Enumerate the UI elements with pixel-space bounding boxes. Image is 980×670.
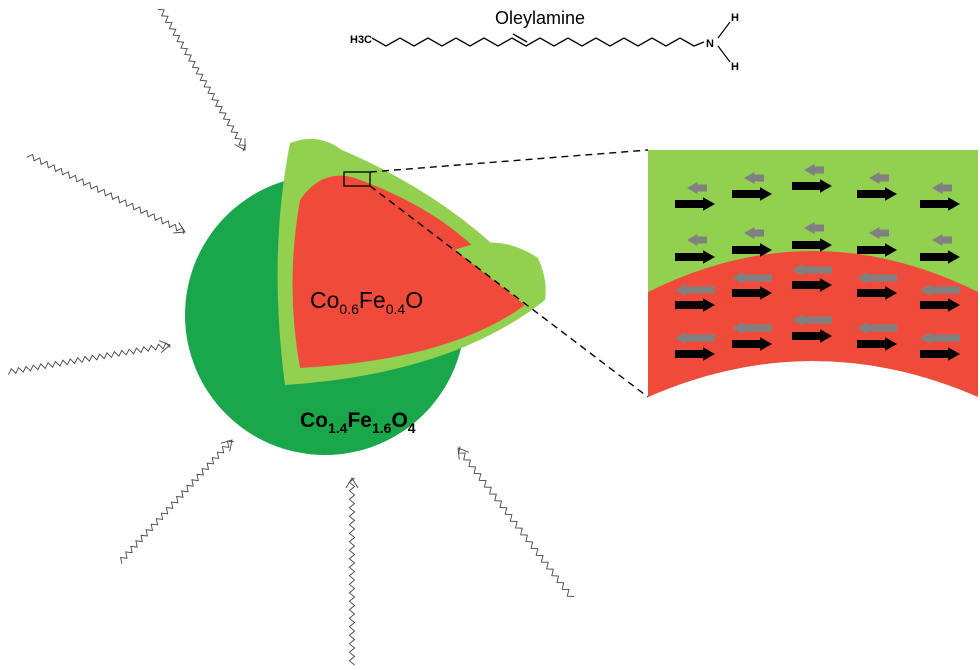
oleylamine-molecule: Oleylamine H3C N H H xyxy=(350,8,739,73)
ligand-chain xyxy=(457,446,575,597)
spin-arrow-shell-major xyxy=(732,187,772,201)
spin-arrow-shell-major xyxy=(675,250,715,264)
surface-ligands xyxy=(7,8,575,666)
n-h-bond-bottom xyxy=(717,45,731,63)
spin-arrow-shell-major xyxy=(857,243,897,257)
zoom-connector-bottom xyxy=(369,185,649,398)
spin-arrow-shell-major xyxy=(732,243,772,257)
ligand-anchor xyxy=(345,477,359,489)
spin-arrow-core-major xyxy=(792,278,832,292)
spin-arrow-shell-minor xyxy=(744,227,764,239)
double-bond-line xyxy=(512,33,528,43)
spin-arrow-core-major xyxy=(675,298,715,312)
ligand-anchor xyxy=(173,221,186,234)
spin-arrows xyxy=(675,164,960,361)
spin-arrow-core-major xyxy=(732,337,772,351)
ligand-chain xyxy=(348,477,356,666)
spin-arrow-core-minor xyxy=(792,264,832,276)
spin-arrow-shell-major xyxy=(857,187,897,201)
n-h-bond-top xyxy=(717,21,731,39)
ligand-chain xyxy=(157,8,246,152)
core-top-face xyxy=(455,242,546,305)
spin-arrow-shell-minor xyxy=(932,234,952,246)
spin-arrow-shell-major xyxy=(792,238,832,252)
spin-arrow-shell-minor xyxy=(744,172,764,184)
spin-arrow-shell-major xyxy=(675,197,715,211)
nanoparticle: Co0.6Fe0.4O Co1.4Fe1.6O4 xyxy=(185,138,546,455)
spin-arrow-shell-minor xyxy=(869,172,889,184)
ligand-chain xyxy=(7,342,171,375)
amine-hydrogen-top: H xyxy=(731,12,739,24)
spin-arrow-core-major xyxy=(857,337,897,351)
core-label: Co0.6Fe0.4O xyxy=(310,287,423,317)
spin-arrow-core-minor xyxy=(792,314,832,326)
spin-arrow-core-major xyxy=(732,286,772,300)
spin-arrow-core-minor xyxy=(675,284,715,296)
spin-arrow-core-minor xyxy=(732,272,772,284)
spin-arrow-core-minor xyxy=(857,322,897,334)
spin-arrow-core-minor xyxy=(857,272,897,284)
spin-arrow-core-major xyxy=(920,298,960,312)
oleylamine-chain xyxy=(371,37,705,47)
amine-nitrogen: N xyxy=(706,38,714,50)
spin-arrow-shell-minor xyxy=(804,222,824,234)
zoom-selection-box xyxy=(343,171,371,187)
interface-zoom-panel xyxy=(648,150,978,397)
ligand-anchor xyxy=(234,138,246,151)
ligand-anchor xyxy=(158,340,171,353)
spin-arrow-core-major xyxy=(920,347,960,361)
spin-arrow-shell-major xyxy=(792,179,832,193)
spin-arrow-shell-major xyxy=(920,197,960,211)
spin-arrow-shell-minor xyxy=(687,234,707,246)
methyl-group-label: H3C xyxy=(350,34,372,46)
spin-arrow-shell-minor xyxy=(687,182,707,194)
spin-arrow-core-major xyxy=(857,286,897,300)
spin-arrow-shell-minor xyxy=(869,227,889,239)
spin-arrow-core-major xyxy=(675,347,715,361)
ligand-chain xyxy=(120,440,234,564)
ligand-anchor xyxy=(457,447,469,460)
spin-arrow-shell-minor xyxy=(932,182,952,194)
oleylamine-label: Oleylamine xyxy=(495,8,585,28)
zoom-connector-top xyxy=(369,149,649,173)
spin-arrow-core-minor xyxy=(732,322,772,334)
core-region xyxy=(292,175,525,368)
ligand-chain xyxy=(26,153,185,235)
amine-hydrogen-bottom: H xyxy=(731,61,739,73)
ligand-anchor xyxy=(220,439,233,452)
spin-arrow-core-major xyxy=(792,329,832,343)
zoom-core-region xyxy=(648,251,978,397)
spin-arrow-shell-minor xyxy=(804,164,824,176)
spin-arrow-shell-major xyxy=(920,250,960,264)
spin-arrow-core-minor xyxy=(920,284,960,296)
spin-arrow-core-minor xyxy=(920,332,960,344)
shell-label: Co1.4Fe1.6O4 xyxy=(300,409,416,436)
spin-arrow-core-minor xyxy=(675,332,715,344)
